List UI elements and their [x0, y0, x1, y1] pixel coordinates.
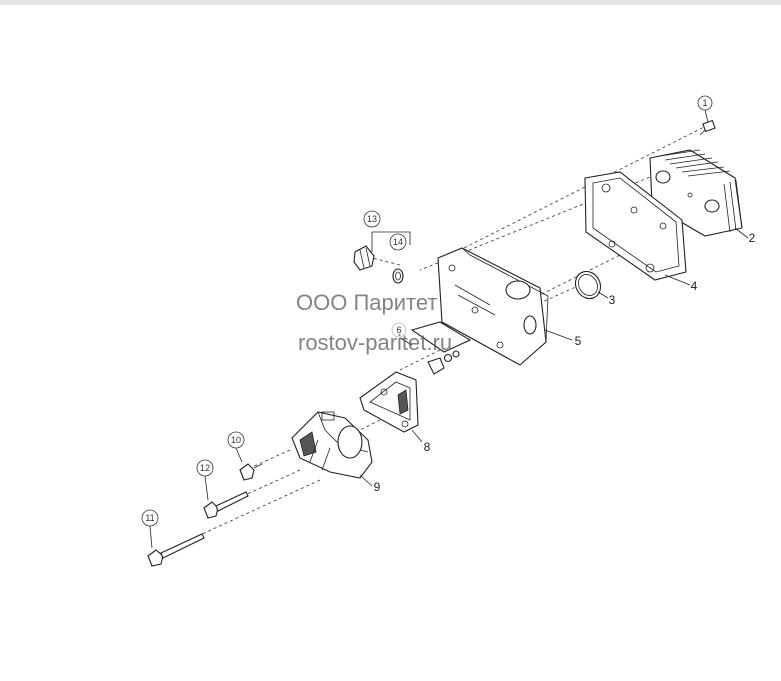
- part-12-bolt: [203, 491, 249, 519]
- label-4: 4: [691, 279, 698, 293]
- label-8: 8: [424, 440, 431, 454]
- callout-1: 1: [697, 95, 713, 111]
- label-3: 3: [609, 293, 616, 307]
- callout-14: 14: [389, 233, 407, 251]
- leader-11: [149, 525, 153, 549]
- callout-10: 10: [227, 431, 245, 449]
- part-13-plug: [353, 245, 375, 271]
- leader-13-14: [371, 231, 411, 252]
- top-bar: [0, 0, 781, 5]
- leader-8: [411, 429, 423, 443]
- svg-text:11: 11: [145, 513, 154, 523]
- label-2: 2: [749, 231, 756, 245]
- svg-text:1: 1: [702, 98, 707, 108]
- part-3-o-ring: [574, 270, 602, 300]
- part-4-gasket: [584, 171, 687, 281]
- svg-text:14: 14: [393, 237, 403, 247]
- svg-text:10: 10: [231, 435, 241, 445]
- svg-text:6: 6: [396, 325, 401, 335]
- part-1-bolt: [699, 119, 716, 136]
- label-9: 9: [374, 480, 381, 494]
- part-11-bolt: [147, 533, 205, 567]
- leader-6: [399, 337, 413, 346]
- svg-text:13: 13: [367, 214, 377, 224]
- part-6-fittings: [410, 321, 472, 375]
- leader-10: [235, 447, 243, 463]
- leader-1: [704, 109, 709, 123]
- part-10-bolt: [239, 463, 263, 481]
- part-9-filter-head: [291, 411, 373, 479]
- part-14-washer: [392, 268, 404, 284]
- leader-2: [734, 227, 749, 239]
- label-5: 5: [575, 334, 582, 348]
- leader-9: [359, 474, 373, 487]
- watermark-company: ООО Паритет: [296, 290, 438, 315]
- part-8-plate: [359, 371, 419, 433]
- watermark-url: rostov-paritet.ru: [298, 330, 453, 355]
- leader-5: [544, 329, 573, 341]
- callout-13: 13: [363, 210, 381, 228]
- part-5-housing: [437, 247, 549, 366]
- leader-4: [664, 274, 691, 286]
- callout-11: 11: [141, 509, 159, 527]
- leader-12: [204, 475, 209, 501]
- callout-12: 12: [196, 459, 214, 477]
- callout-6: 6: [391, 322, 407, 338]
- svg-text:12: 12: [200, 463, 210, 473]
- leader-3: [597, 291, 609, 299]
